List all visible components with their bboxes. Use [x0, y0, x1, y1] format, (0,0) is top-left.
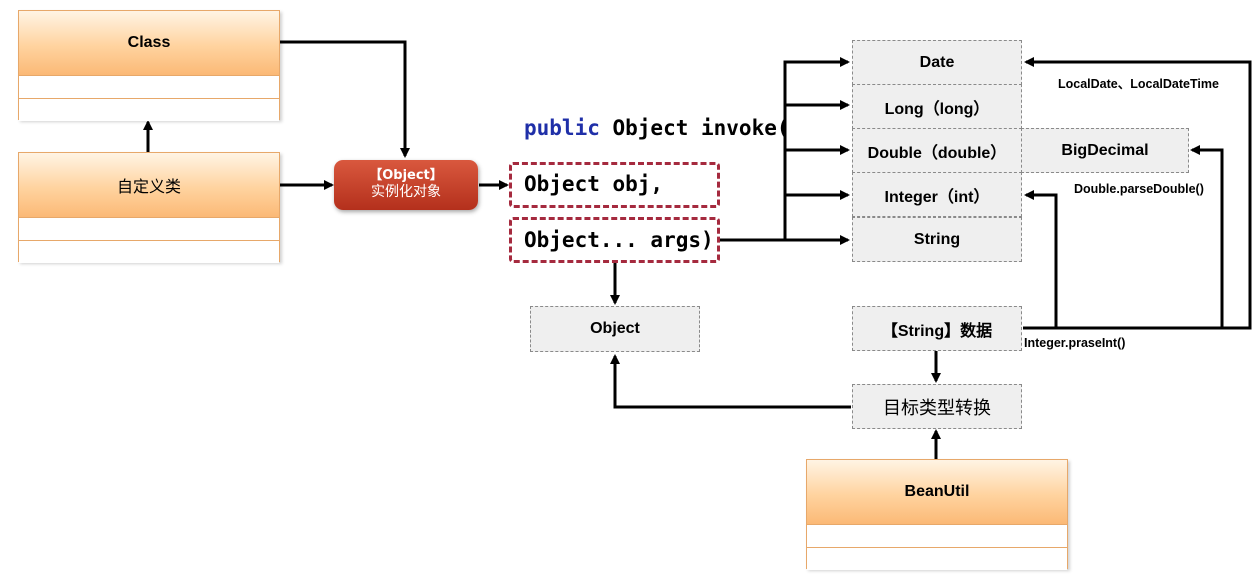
type-string: String — [852, 217, 1022, 262]
code-signature: Object invoke( — [599, 116, 790, 140]
object-box: Object — [530, 306, 700, 352]
custom-class-box: 自定义类 — [18, 152, 280, 263]
param-obj: Object obj, — [524, 172, 664, 196]
class-box-row — [19, 76, 279, 99]
arrow-string-to-bigdecimal — [1023, 145, 1224, 330]
type-date: Date — [852, 40, 1022, 85]
note-parse-double: Double.parseDouble() — [1074, 182, 1204, 196]
class-box-title: Class — [19, 11, 279, 76]
arrow-convert-to-object — [610, 354, 851, 409]
invoke-signature: public Object invoke( — [524, 116, 790, 140]
arrow-class-to-instantiate — [280, 40, 410, 158]
custom-class-row — [19, 218, 279, 241]
note-localdate: LocalDate、LocalDateTime — [1058, 77, 1219, 91]
target-convert-box: 目标类型转换 — [852, 384, 1022, 429]
note-parse-int: Integer.praseInt() — [1024, 336, 1126, 350]
param-obj-box — [509, 162, 720, 208]
type-long: Long（long） — [852, 84, 1022, 129]
string-data-label: 【String】数据 — [881, 322, 993, 340]
instantiate-line2: 实例化对象 — [371, 184, 441, 200]
instantiate-object-button[interactable]: 【Object】 实例化对象 — [334, 160, 478, 210]
param-args: Object... args) — [524, 228, 714, 252]
beanutil-box: BeanUtil — [806, 459, 1068, 570]
custom-class-title: 自定义类 — [19, 153, 279, 218]
string-data-box: 【String】数据 — [852, 306, 1022, 351]
type-integer: Integer（int） — [852, 172, 1022, 217]
param-args-box — [509, 217, 720, 263]
instantiate-line1: 【Object】 — [369, 168, 443, 183]
arrow-string-to-integer — [1023, 190, 1058, 330]
code-keyword: public — [524, 116, 600, 140]
custom-class-row — [19, 241, 279, 263]
class-box-row — [19, 99, 279, 121]
type-double: Double（double） — [852, 128, 1022, 173]
beanutil-title: BeanUtil — [807, 460, 1067, 525]
beanutil-row — [807, 525, 1067, 548]
class-box: Class — [18, 10, 280, 121]
bigdecimal-box: BigDecimal — [1021, 128, 1189, 173]
beanutil-row — [807, 548, 1067, 570]
